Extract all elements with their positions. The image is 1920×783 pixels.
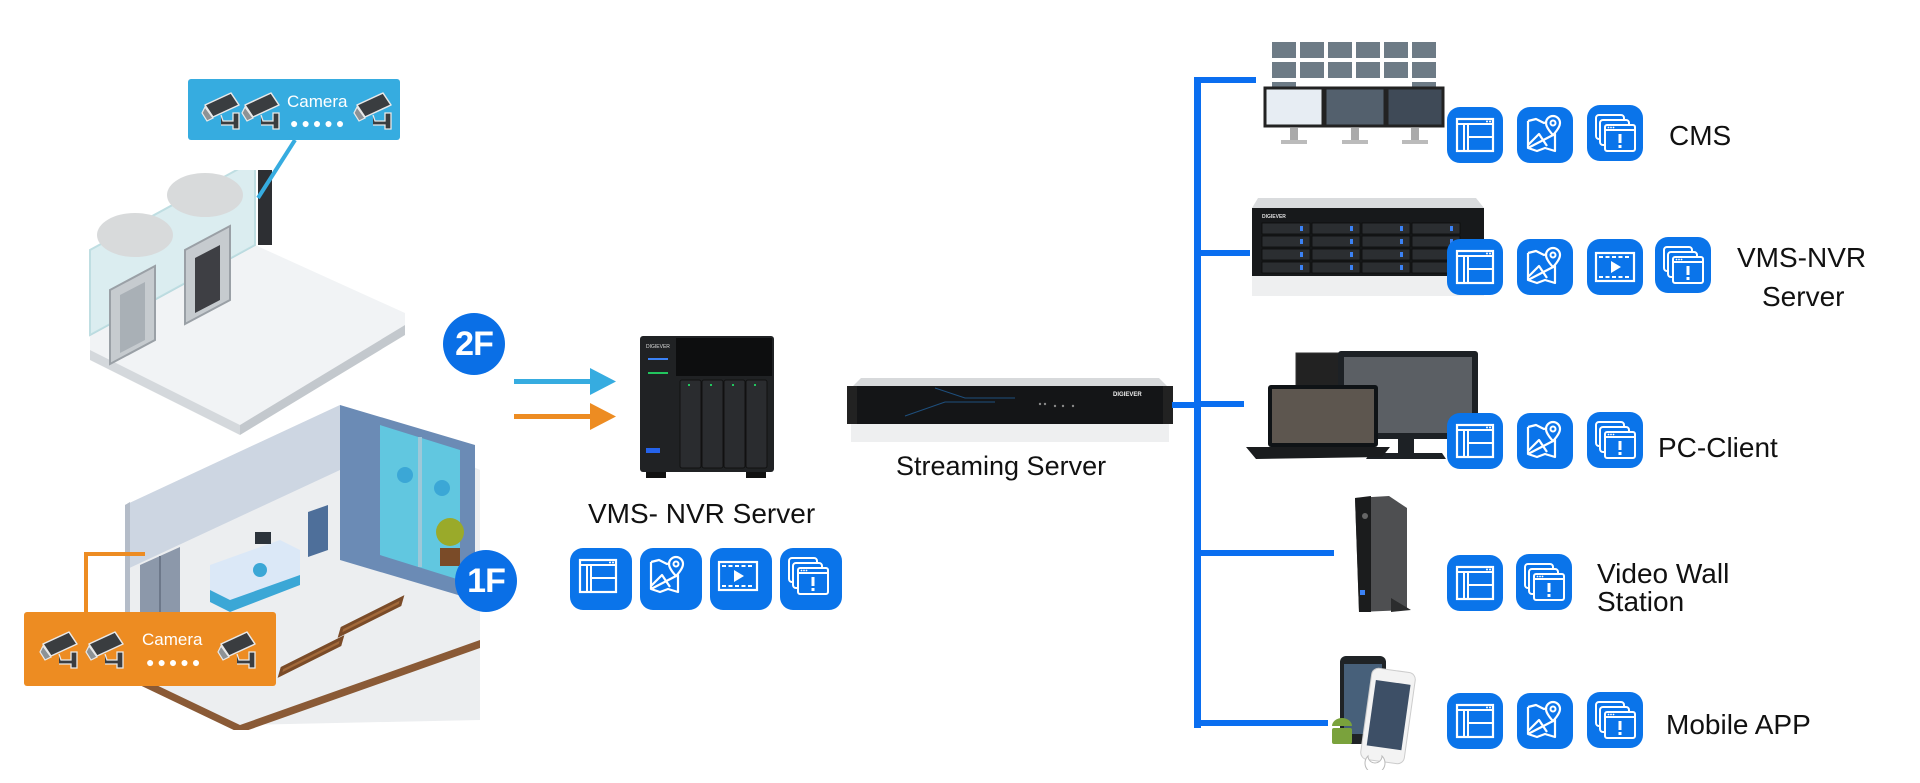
vms-nvr-feature-alarm[interactable] [1655, 237, 1711, 293]
mobile-feature-alarm[interactable] [1587, 692, 1643, 748]
vms-nvr-rack-device-image: DIGIEVER [1252, 198, 1484, 296]
streaming-to-bus-connector [1172, 402, 1200, 408]
video-playback-icon [717, 560, 759, 592]
svg-text:DIGIEVER: DIGIEVER [1113, 392, 1142, 398]
pc-client-feature-alarm[interactable] [1587, 412, 1643, 468]
layout-icon [1455, 703, 1495, 739]
camera-more-dots: ●●●●● [146, 654, 204, 670]
floor-badge-1f: 1F [455, 550, 517, 612]
layout-icon [1455, 565, 1495, 601]
nvr-feature-layout[interactable] [570, 548, 632, 610]
camera-more-dots: ●●●●● [290, 115, 348, 131]
video-wall-station-device-image [1355, 496, 1411, 612]
bus-branch-vms-nvr [1194, 250, 1250, 256]
video-wall-feature-layout[interactable] [1447, 555, 1503, 611]
bus-branch-cms [1194, 77, 1256, 83]
layout-icon [1455, 249, 1495, 285]
cms-feature-layout[interactable] [1447, 107, 1503, 163]
cms-feature-alarm[interactable] [1587, 105, 1643, 161]
client-label-pc-client: PC-Client [1658, 432, 1778, 463]
client-label-video-wall-line2: Station [1597, 586, 1685, 617]
pc-client-feature-layout[interactable] [1447, 413, 1503, 469]
mobile-app-device-image [1332, 656, 1416, 770]
mobile-feature-map[interactable] [1517, 693, 1573, 749]
streaming-server-label: Streaming Server [896, 451, 1107, 481]
bus-branch-mobile [1194, 720, 1328, 726]
camera-label-2f: Camera [287, 92, 348, 111]
arrow-2f-stream [514, 368, 616, 395]
alarm-windows-icon [1663, 246, 1704, 284]
camera-callout-line-2f [256, 138, 297, 200]
layout-icon [1455, 423, 1495, 459]
svg-text:DIGIEVER: DIGIEVER [1262, 214, 1286, 220]
bus-branch-pc-client [1194, 401, 1244, 407]
layout-icon [578, 558, 618, 594]
vms-nvr-feature-playback[interactable] [1587, 239, 1643, 295]
cctv-camera-icon [39, 631, 78, 669]
cctv-camera-icon [353, 92, 392, 130]
map-location-icon [1526, 700, 1562, 739]
camera-label-1f: Camera [142, 630, 203, 649]
alarm-windows-icon [1595, 701, 1636, 739]
nvr-feature-playback[interactable] [710, 548, 772, 610]
streaming-server-device-image: DIGIEVER [847, 378, 1173, 442]
android-logo [1332, 718, 1352, 744]
mobile-feature-layout[interactable] [1447, 693, 1503, 749]
alarm-windows-icon [1524, 563, 1565, 601]
vms-nvr-feature-layout[interactable] [1447, 239, 1503, 295]
cctv-camera-icon [241, 92, 280, 130]
cms-feature-map[interactable] [1517, 107, 1573, 163]
arrow-1f-stream [514, 403, 616, 430]
nvr-server-device-image: DIGIEVER [640, 336, 774, 478]
nvr-feature-alarm[interactable] [780, 548, 842, 610]
vms-nvr-feature-map[interactable] [1517, 239, 1573, 295]
svg-text:DIGIEVER: DIGIEVER [646, 344, 670, 350]
map-location-icon [1526, 420, 1562, 459]
video-playback-icon [1594, 251, 1636, 283]
alarm-windows-icon [1595, 421, 1636, 459]
nvr-feature-map[interactable] [640, 548, 702, 610]
pc-client-feature-map[interactable] [1517, 413, 1573, 469]
client-label-video-wall-line1: Video Wall [1597, 558, 1730, 589]
camera-group-2f: Camera ●●●●● [188, 79, 400, 140]
alarm-windows-icon [788, 557, 829, 595]
bus-branch-video-wall [1194, 550, 1334, 556]
camera-group-1f: Camera ●●●●● [24, 612, 276, 686]
map-location-icon [649, 555, 685, 594]
map-location-icon [1526, 114, 1562, 153]
floor-2f-slab [89, 170, 405, 435]
cctv-camera-icon [85, 631, 124, 669]
camera-stream-arrows [514, 368, 616, 430]
alarm-windows-icon [1595, 114, 1636, 152]
cctv-camera-icon [217, 631, 256, 669]
video-wall-feature-alarm[interactable] [1516, 554, 1572, 610]
client-label-cms: CMS [1669, 120, 1732, 151]
pc-client-device-image [1246, 351, 1478, 459]
nvr-server-label: VMS- NVR Server [588, 498, 816, 529]
client-label-mobile-app: Mobile APP [1666, 709, 1811, 740]
client-label-vms-nvr-line2: Server [1762, 281, 1845, 312]
camera-callout-line-1f [84, 552, 145, 618]
map-location-icon [1526, 246, 1562, 285]
client-label-vms-nvr-line1: VMS-NVR [1737, 242, 1867, 273]
layout-icon [1455, 117, 1495, 153]
floor-badge-2f: 2F [443, 313, 505, 375]
cms-device-image [1263, 42, 1445, 144]
